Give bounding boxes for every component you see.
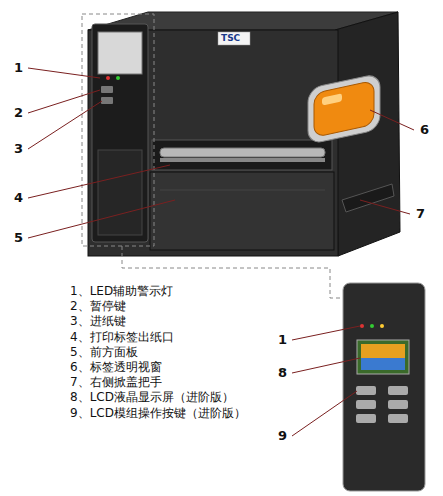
leader-line xyxy=(370,110,414,130)
leader-line xyxy=(292,326,360,340)
leader-line xyxy=(292,358,360,373)
legend-item: 1、LED辅助警示灯 xyxy=(70,284,173,298)
lcd-button xyxy=(356,386,376,395)
lcd-screen xyxy=(357,340,409,374)
inset-panel xyxy=(343,283,425,491)
lcd-button xyxy=(388,386,408,395)
window-frame xyxy=(308,73,380,144)
led xyxy=(106,76,110,80)
label-window xyxy=(314,81,374,138)
callout-number: 5 xyxy=(14,230,23,246)
pause-key xyxy=(101,86,113,93)
legend-item: 8、LCD液晶显示屏（进阶版） xyxy=(70,390,234,404)
legend-item: 9、LCD模组操作按键（进阶版） xyxy=(70,406,246,420)
lcd-content xyxy=(361,344,405,370)
logo-plate xyxy=(218,32,250,45)
legend-item: 3、进纸键 xyxy=(70,314,126,328)
front-panel xyxy=(150,172,334,250)
lcd-button xyxy=(356,400,376,409)
lcd-button xyxy=(356,414,376,423)
callout-number: 9 xyxy=(278,428,287,444)
window-glare xyxy=(322,93,342,105)
leader-line xyxy=(28,68,100,78)
leader-line xyxy=(28,165,170,198)
legend-item: 5、前方面板 xyxy=(70,345,138,359)
lcd-button xyxy=(388,414,408,423)
led xyxy=(380,324,384,328)
zoom-frame xyxy=(82,14,154,246)
panel-window xyxy=(98,32,142,74)
led xyxy=(116,76,120,80)
tear-bar xyxy=(160,158,325,162)
legend-item: 2、暂停键 xyxy=(70,299,126,313)
label-exit xyxy=(152,140,332,170)
callout-number: 1 xyxy=(14,60,23,76)
lcd-button xyxy=(388,400,408,409)
panel-edge xyxy=(160,190,325,191)
feed-key xyxy=(101,97,113,104)
callout-number: 3 xyxy=(14,141,23,157)
panel-lower xyxy=(98,150,142,235)
led xyxy=(360,324,364,328)
callout-number: 4 xyxy=(14,190,23,206)
legend-item: 4、打印标签出纸口 xyxy=(70,330,174,344)
callout-number: 6 xyxy=(420,122,429,138)
leader-line xyxy=(360,200,410,214)
callout-number: 1 xyxy=(278,332,287,348)
led xyxy=(370,324,374,328)
leader-line xyxy=(292,391,357,436)
legend-item: 6、标签透明视窗 xyxy=(70,360,162,374)
callout-number: 7 xyxy=(416,206,425,222)
callout-number: 8 xyxy=(278,365,287,381)
roller xyxy=(160,148,325,157)
lcd-content xyxy=(361,358,405,370)
legend-item: 7、右侧掀盖把手 xyxy=(70,375,162,389)
callout-number: 2 xyxy=(14,105,23,121)
leader-line xyxy=(28,200,175,238)
leader-line xyxy=(28,101,102,149)
brand-logo: TSC xyxy=(221,33,240,44)
